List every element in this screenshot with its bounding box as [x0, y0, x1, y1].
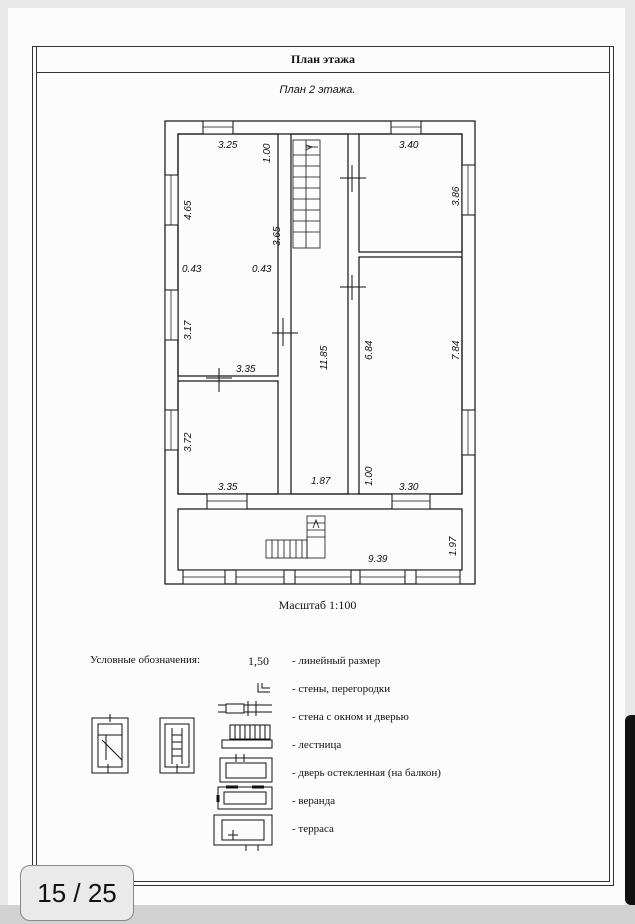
room-top-right — [358, 133, 463, 253]
dim-3-35-mid: 3.35 — [236, 364, 256, 375]
window-right-2 — [461, 409, 476, 456]
dim-9-39: 9.39 — [368, 554, 388, 565]
window-left-1 — [164, 174, 179, 226]
window-left-2 — [164, 289, 179, 341]
dim-0-43-left: 0.43 — [182, 264, 202, 275]
staircase-veranda — [265, 515, 326, 559]
window-bottom-right — [391, 493, 431, 510]
legend-item-linear-dimension: - линейный размер — [292, 655, 381, 667]
glazed-door-symbol — [219, 754, 273, 783]
stair-plan-symbol-1 — [91, 714, 129, 774]
window-top-right — [390, 120, 422, 135]
dim-7-84: 7.84 — [451, 340, 462, 360]
room-bottom-right — [358, 256, 463, 495]
outer-frame — [32, 46, 614, 886]
dim-3-35-bottom: 3.35 — [218, 482, 238, 493]
document-sheet — [8, 8, 625, 908]
legend-item-terrace: - терраса — [292, 823, 334, 835]
dim-3-72: 3.72 — [183, 432, 194, 452]
legend-item-veranda: - веранда — [292, 795, 336, 807]
page-counter[interactable]: 15 / 25 — [20, 865, 134, 921]
dim-3-86: 3.86 — [451, 186, 462, 206]
dim-1-87: 1.87 — [311, 476, 331, 487]
legend-title: Условные обозначения: — [90, 654, 201, 666]
window-left-3 — [164, 409, 179, 451]
plan-title: План 2 этажа. — [279, 84, 356, 96]
dim-6-84: 6.84 — [364, 340, 375, 360]
dim-1-00-top: 1.00 — [262, 143, 273, 163]
terrace-symbol — [213, 814, 273, 851]
sheet-header-title: План этажа — [36, 46, 610, 73]
veranda-outer-wall — [177, 508, 463, 571]
dim-1-00-bottom: 1.00 — [364, 466, 375, 486]
bottom-bar — [0, 905, 635, 924]
dim-3-25: 3.25 — [218, 140, 238, 151]
legend-item-glazed-door: - дверь остекленная (на балкон) — [292, 767, 441, 779]
wall-symbol — [257, 683, 270, 693]
window-door-wall-symbol — [218, 701, 272, 716]
legend-item-window-door-wall: - стена с окном и дверью — [292, 711, 409, 723]
window-bottom-left — [206, 493, 248, 510]
staircase-upper — [292, 139, 321, 249]
dim-3-30: 3.30 — [399, 482, 419, 493]
dim-4-65: 4.65 — [183, 200, 194, 220]
dim-3-40: 3.40 — [399, 140, 419, 151]
inner-frame — [36, 46, 610, 882]
stair-symbol — [221, 724, 273, 749]
window-right-1 — [461, 164, 476, 216]
dim-3-65: 3.65 — [272, 226, 283, 246]
legend-sample-value: 1,50 — [248, 654, 269, 668]
veranda-symbol — [216, 785, 273, 810]
corridor — [290, 133, 349, 495]
side-scroll-handle[interactable] — [625, 715, 635, 905]
legend-item-stairs: - лестница — [292, 739, 342, 751]
legend-item-walls: - стены, перегородки — [292, 683, 391, 695]
window-top-left — [202, 120, 234, 135]
dim-3-17: 3.17 — [183, 320, 194, 340]
dim-0-43-right: 0.43 — [252, 264, 272, 275]
dim-11-85: 11.85 — [319, 345, 330, 370]
scale-label: Масштаб 1:100 — [278, 598, 357, 612]
stair-plan-symbol-2 — [159, 717, 195, 774]
dim-1-97: 1.97 — [448, 536, 459, 556]
